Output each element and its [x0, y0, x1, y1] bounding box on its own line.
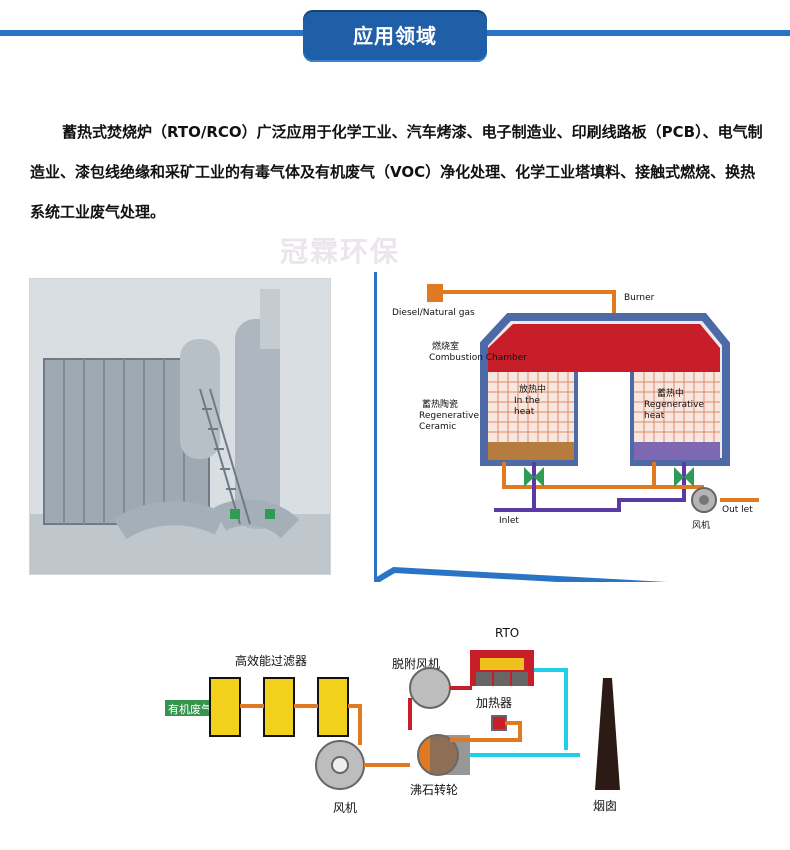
label-outlet: Out let [722, 505, 753, 515]
label-inlet: Inlet [499, 516, 519, 526]
label-left-cn: 放热中 [519, 383, 546, 395]
label-ceramic-en-1: Regenerative [419, 411, 479, 421]
rto-schematic: Burner Diesel/Natural gas 燃烧室 Combustion… [374, 272, 759, 582]
label-left-en-1: In the [514, 396, 540, 406]
label-ceramic-cn: 蓄热陶瓷 [422, 398, 458, 410]
label-burner: Burner [624, 293, 655, 303]
organic-gas-tag [165, 700, 221, 716]
label-rotor: 沸石转轮 [410, 782, 458, 797]
label-organic-gas: 有机废气 [168, 702, 212, 716]
label-right-cn: 蓄热中 [657, 387, 684, 399]
label-fan: 风机 [333, 801, 357, 815]
label-heater: 加热器 [476, 696, 512, 710]
rto-equipment-photo [29, 278, 331, 575]
desorption-fan-icon [409, 667, 451, 709]
label-combustion-en: Combustion Chamber [429, 353, 527, 363]
label-ceramic-en-2: Ceramic [419, 422, 456, 432]
label-rto: RTO [495, 626, 519, 640]
section-title: 应用领域 [353, 24, 437, 48]
label-filter: 高效能过滤器 [235, 653, 307, 668]
label-fan: 风机 [692, 519, 710, 531]
label-right-en-2: heat [644, 411, 665, 421]
label-left-en-2: heat [514, 407, 535, 417]
filter-icons [209, 677, 349, 737]
valve-icons [524, 467, 694, 487]
separator-chevron [374, 566, 667, 582]
rto-equipment-illustration [30, 279, 330, 574]
watermark: 冠霖环保 [280, 235, 401, 268]
label-chimney: 烟囱 [593, 799, 617, 813]
combustion-chamber [488, 324, 720, 372]
heater-icon [491, 715, 507, 731]
intro-paragraph: 蓄热式焚烧炉（RTO/RCO）广泛应用于化学工业、汽车烤漆、电子制造业、印刷线路… [30, 123, 763, 221]
label-fuel: Diesel/Natural gas [392, 308, 475, 318]
zeolite-process-schematic: 高效能过滤器 脱附风机 RTO 加热器 风机 沸石转轮 烟囱 有机废气 [165, 626, 620, 815]
label-combustion-cn: 燃烧室 [432, 340, 459, 352]
chimney-icon [595, 678, 620, 790]
label-right-en-1: Regenerative [644, 400, 704, 410]
burner-box [427, 284, 443, 302]
section-title-badge [303, 10, 487, 62]
